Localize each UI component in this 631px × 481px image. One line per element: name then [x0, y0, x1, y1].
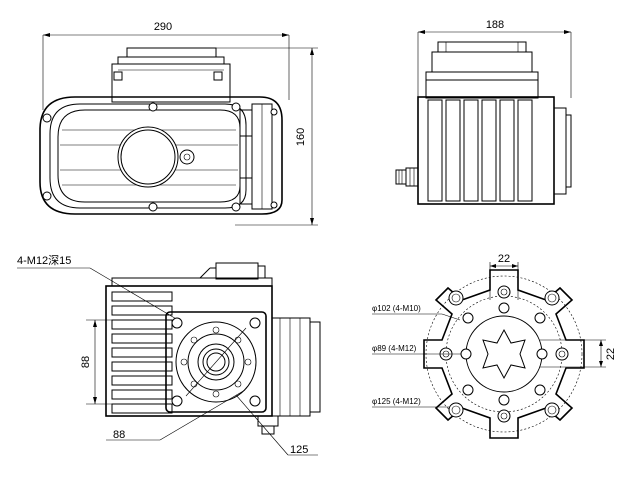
pcd-89-label: φ89 (4-M12): [372, 344, 417, 353]
vertical-dimension-88: 88: [80, 356, 92, 368]
horizontal-dimension-88: 88: [113, 429, 125, 441]
side-view: 188: [395, 19, 572, 205]
top-dimension-22: 22: [498, 253, 510, 265]
cooling-fins: [111, 291, 173, 414]
width-dimension-188: 188: [486, 19, 504, 31]
thread-callout: 4-M12深15: [17, 254, 71, 267]
bottom-view: 4-M12深15: [17, 254, 321, 456]
pcd-125-label: φ125 (4-M12): [372, 397, 421, 406]
pcd-102-label: φ102 (4-M10): [372, 304, 421, 313]
front-view: 290 160: [39, 21, 318, 226]
flange-view: 22 22 φ102 (4-M10): [372, 253, 617, 439]
cooling-fins: [427, 99, 533, 202]
offset-dimension-125: 125: [290, 444, 308, 456]
height-dimension-160: 160: [295, 128, 307, 146]
right-dimension-22: 22: [605, 348, 617, 360]
width-dimension-290: 290: [154, 21, 172, 33]
